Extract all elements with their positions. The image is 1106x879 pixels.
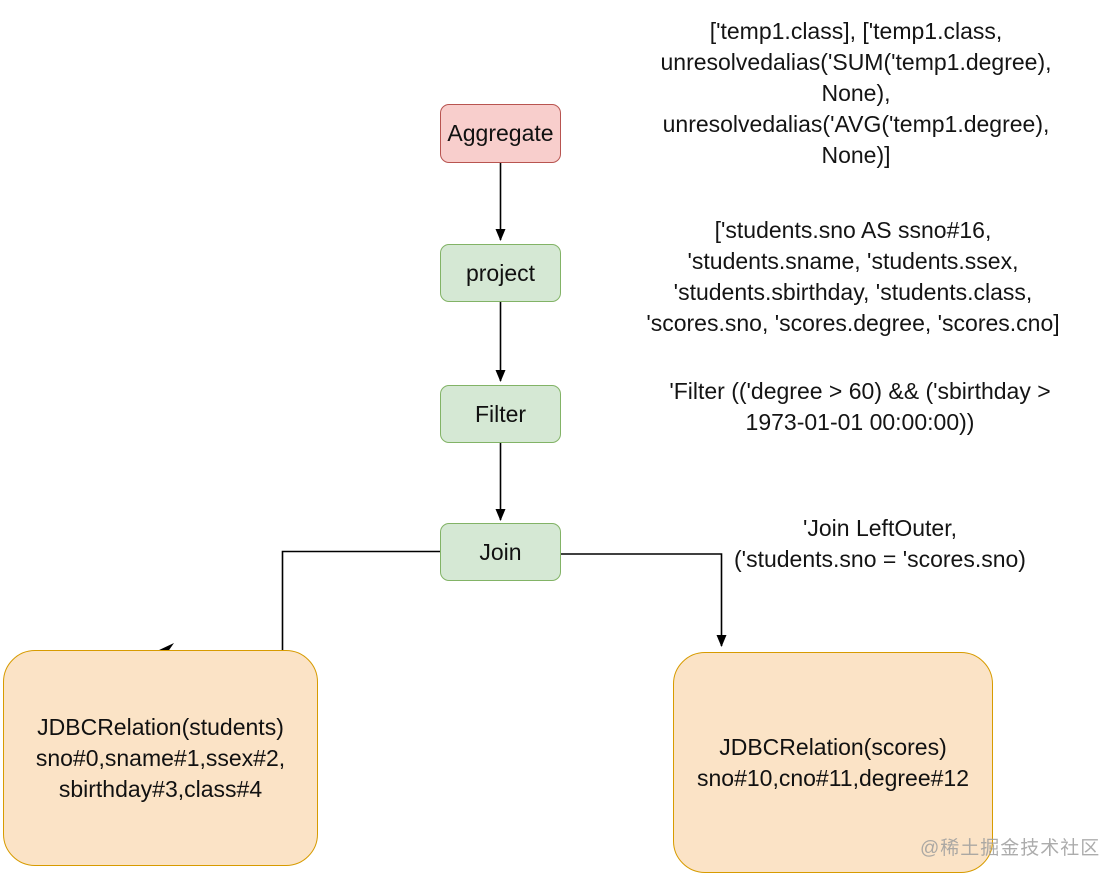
students-relation-title: JDBCRelation(students) [37,713,284,740]
annotation-line: 'students.sname, 'students.ssex, [687,248,1019,274]
students-relation-columns: sno#0,sname#1,ssex#2, [35,744,286,771]
annotation-line: unresolvedalias('SUM('temp1.degree), [660,49,1052,75]
node-filter: Filter [440,385,561,443]
node-jdbc-relation-students: JDBCRelation(students) sno#0,sname#1,sse… [3,650,318,866]
node-aggregate: Aggregate [440,104,561,163]
annotation-line: 'scores.sno, 'scores.degree, 'scores.cno… [646,310,1060,336]
node-filter-label: Filter [474,400,527,427]
filter-annotation: 'Filter (('degree > 60) && ('sbirthday >… [610,376,1106,438]
students-relation-columns: sbirthday#3,class#4 [58,775,263,802]
annotation-line: unresolvedalias('AVG('temp1.degree), [662,111,1050,137]
node-project-label: project [465,259,536,286]
annotation-line: ['temp1.class], ['temp1.class, [709,18,1003,44]
join-annotation: 'Join LeftOuter, ('students.sno = 'score… [655,513,1105,575]
juejin-watermark: @稀土掘金技术社区 [920,838,1101,859]
annotation-line: 'students.sbirthday, 'students.class, [673,279,1033,305]
node-join-label: Join [479,538,522,565]
node-join: Join [440,523,561,581]
annotation-line: None)] [821,142,891,168]
aggregate-annotation: ['temp1.class], ['temp1.class, unresolve… [606,16,1106,171]
node-aggregate-label: Aggregate [447,120,554,146]
annotation-line: None), [821,80,891,106]
scores-relation-columns: sno#10,cno#11,degree#12 [697,764,969,791]
node-jdbc-relation-scores: JDBCRelation(scores) sno#10,cno#11,degre… [673,652,993,873]
project-annotation: ['students.sno AS ssno#16, 'students.sna… [600,215,1106,339]
scores-relation-title: JDBCRelation(scores) [719,733,947,760]
annotation-line: ('students.sno = 'scores.sno) [734,546,1026,572]
annotation-line: 1973-01-01 00:00:00)) [745,409,975,435]
annotation-line: 'Filter (('degree > 60) && ('sbirthday > [669,378,1051,404]
edge-join-students [281,550,440,650]
annotation-line: 'Join LeftOuter, [803,515,957,541]
node-project: project [440,244,561,302]
annotation-line: ['students.sno AS ssno#16, [714,217,992,243]
